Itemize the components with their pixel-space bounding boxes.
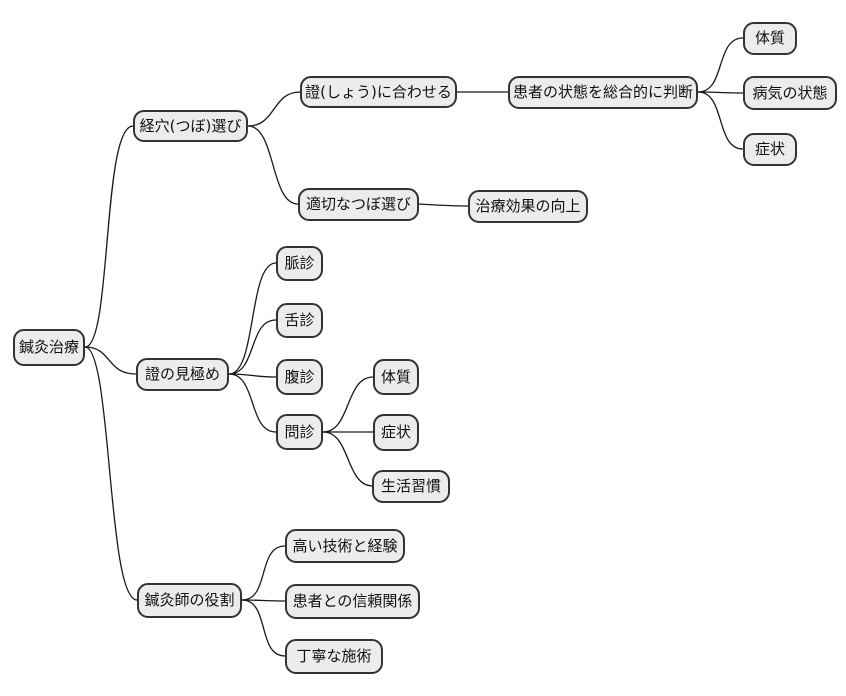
node-label: 経穴(つぼ)選び	[139, 116, 242, 135]
node-kanja-jotai-handan: 患者の状態を総合的に判断	[508, 76, 698, 109]
edge-kanja-taishitsu1	[697, 37, 744, 93]
edge-mikiwame-myakushin	[228, 262, 277, 375]
node-sho-no-mikiwame: 證の見極め	[136, 358, 229, 391]
edge-root-yakuwari	[84, 346, 138, 601]
edge-yakuwari-takai	[241, 545, 286, 601]
edge-yakuwari-teinei	[241, 599, 286, 657]
node-zesshin: 舌診	[276, 303, 323, 338]
node-label: 患者の状態を総合的に判断	[512, 83, 693, 101]
node-label: 高い技術と経験	[292, 536, 398, 555]
node-label: 治療効果の向上	[475, 197, 581, 215]
node-label: 適切なつぼ選び	[305, 195, 411, 213]
node-shojo-2: 症状	[373, 414, 419, 451]
node-label: 舌診	[284, 311, 315, 329]
node-teinei-na-sejutsu: 丁寧な施術	[285, 639, 383, 674]
node-label: 症状	[754, 140, 785, 158]
node-label: 丁寧な施術	[296, 647, 372, 665]
node-byoki-no-jotai: 病気の状態	[743, 76, 837, 110]
edge-kanja-shojo1	[697, 91, 744, 150]
node-label: 證の見極め	[144, 365, 220, 383]
node-label: 体質	[380, 367, 411, 386]
node-label: 症状	[380, 423, 411, 441]
node-label: 病気の状態	[752, 83, 828, 102]
node-keiketsu-tsubo-erabi: 経穴(つぼ)選び	[133, 110, 248, 142]
node-chiryo-koka-no-kojo: 治療効果の向上	[468, 190, 588, 223]
node-label: 證(しょう)に合わせる	[305, 82, 452, 101]
edge-mikiwame-zesshin	[228, 319, 277, 375]
node-seikatsu-shukan: 生活習慣	[372, 470, 450, 503]
node-kanja-tono-shinrai-kankei: 患者との信頼関係	[285, 584, 420, 619]
node-fukushin: 腹診	[276, 359, 323, 395]
node-label: 脈診	[284, 254, 315, 272]
node-label: 腹診	[284, 367, 315, 386]
node-sho-ni-awaseru: 證(しょう)に合わせる	[300, 76, 457, 108]
edge-monshin-seikatsu	[322, 431, 374, 487]
node-taishitsu-1: 体質	[743, 22, 797, 55]
node-tekisetsu-na-tsubo-erabi: 適切なつぼ選び	[298, 188, 419, 221]
edge-mikiwame-monshin	[228, 373, 277, 433]
edge-monshin-taishitsu2	[322, 376, 374, 433]
node-label: 体質	[754, 29, 785, 47]
node-label: 鍼灸治療	[18, 338, 79, 356]
node-taishitsu-2: 体質	[373, 359, 419, 395]
node-shinkyu-chiryo: 鍼灸治療	[13, 329, 85, 366]
node-shinkyushi-no-yakuwari: 鍼灸師の役割	[137, 583, 242, 618]
node-label: 生活習慣	[380, 477, 441, 495]
node-label: 問診	[284, 422, 315, 441]
node-label: 患者との信頼関係	[292, 592, 413, 610]
edge-keiketsu-shoawaseru	[247, 91, 301, 127]
edge-root-keiketsu	[84, 125, 134, 348]
node-myakushin: 脈診	[276, 246, 323, 281]
edge-root-mikiwame	[84, 346, 137, 375]
node-shojo-1: 症状	[743, 133, 797, 166]
edge-tekisetsu-chiryo	[418, 203, 469, 207]
node-takai-gijutsu-to-keiken: 高い技術と経験	[285, 529, 405, 563]
node-monshin: 問診	[276, 414, 323, 450]
edge-keiketsu-tekisetsu	[247, 125, 299, 205]
node-label: 鍼灸師の役割	[144, 591, 235, 609]
